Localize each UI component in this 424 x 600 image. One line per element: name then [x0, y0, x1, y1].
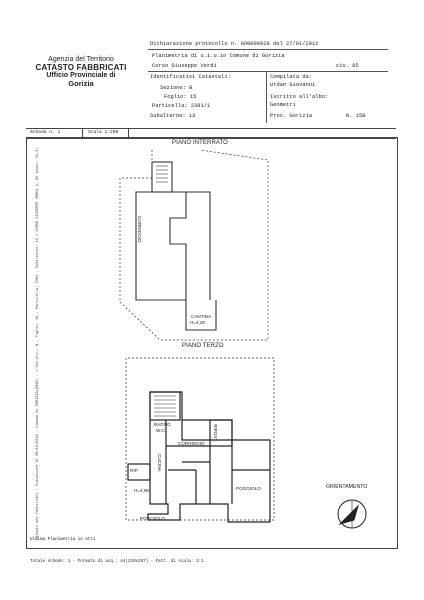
basement-walls — [135, 191, 187, 301]
scheda-number: Scheda n. 1 — [30, 130, 61, 135]
decl-row: Dichiarazione protocollo n. GO0008928 de… — [150, 41, 318, 47]
cantina-room — [185, 300, 217, 331]
decl-date: 27/01/2012 — [285, 41, 319, 47]
upper-boundary — [125, 357, 275, 521]
header-info: Dichiarazione protocollo n. GO0008928 de… — [148, 40, 388, 126]
basement-corridor-walls — [186, 191, 211, 300]
drawing-frame — [26, 137, 398, 549]
scheda-sep-1 — [82, 129, 83, 138]
iscritto-label: Iscritto all'albo: — [270, 94, 329, 100]
upper-stair-block — [149, 391, 181, 421]
decl-number: GO0008928 — [240, 41, 270, 47]
prov: Prov. Gorizia — [270, 113, 313, 119]
subalterno: Subalterno: 13 — [150, 113, 196, 119]
room-bagno: BAGNO — [154, 422, 171, 427]
ufficio-line: Ufficio Provinciale di — [46, 72, 116, 80]
room-ripost: RIPOST. — [213, 424, 218, 442]
height-label: H=2,95 — [134, 488, 149, 493]
room-cucina: CUCINA — [157, 454, 162, 472]
basement-boundary — [119, 149, 269, 341]
floor-title-interrato: PIANO INTERRATO — [172, 140, 228, 146]
agency-block: Agenzia del Territorio CATASTO FABBRICAT… — [22, 56, 140, 88]
sezione: Sezione: B — [160, 85, 193, 91]
room-poggiolo-left: POGGIOLO — [140, 516, 165, 521]
rip-room — [127, 463, 151, 481]
scala: Scala 1:200 — [88, 130, 119, 135]
room-cantina: CANTINA — [191, 314, 212, 319]
particella: Particella: 2381/1 — [152, 103, 211, 109]
address-text: Corso Giuseppe Verdi — [152, 63, 217, 69]
room-corridoio-upper: CORRIDOIO — [178, 441, 205, 446]
ripost-room — [209, 419, 233, 447]
north-arrow-icon — [337, 499, 367, 529]
room-wc: W.C. — [156, 428, 166, 433]
city-line: Gorizia — [68, 79, 94, 89]
ident-label: Identificativi Catastali: — [150, 74, 231, 80]
decl-label: Dichiarazione protocollo n. — [150, 41, 238, 47]
upper-inner-walls — [165, 420, 270, 504]
footer-totale: Totale schede: 1 - Formato di acq.: A4(2… — [30, 560, 204, 564]
header-divider-1 — [148, 49, 388, 50]
compilata-name: Urdan Giovanni — [270, 82, 316, 88]
compilata-label: Compilata da: — [270, 74, 313, 80]
scheda-sep-2 — [128, 129, 129, 138]
scheda-row: Scheda n. 1 Scala 1:200 — [26, 128, 396, 139]
planimetria-text: Planimetria di u.i.u.in Comune di Gorizi… — [152, 53, 285, 59]
decl-del: del — [272, 41, 283, 47]
catasto-title: CATASTO FABBRICATI — [35, 62, 127, 72]
room-poggiolo-right: POGGIOLO — [236, 486, 261, 491]
footer-ultima: Ultima Planimetria in atti — [30, 538, 96, 542]
orientamento-label: ORIENTAMENTO — [326, 484, 368, 490]
agency-name: Agenzia del Territorio — [48, 56, 114, 63]
civ-text: civ. 85 — [336, 63, 359, 69]
num: N. 158 — [346, 113, 366, 119]
floor-title-terzo: PIANO TERZO — [182, 343, 224, 349]
room-rip: RIP. — [130, 468, 139, 473]
header-divider-2 — [148, 71, 388, 72]
cantina-height: H=2,20 — [190, 320, 205, 325]
iscritto-value: Geometri — [270, 102, 296, 108]
header-vertical-divider — [266, 71, 267, 123]
foglio: Foglio: 15 — [164, 94, 197, 100]
